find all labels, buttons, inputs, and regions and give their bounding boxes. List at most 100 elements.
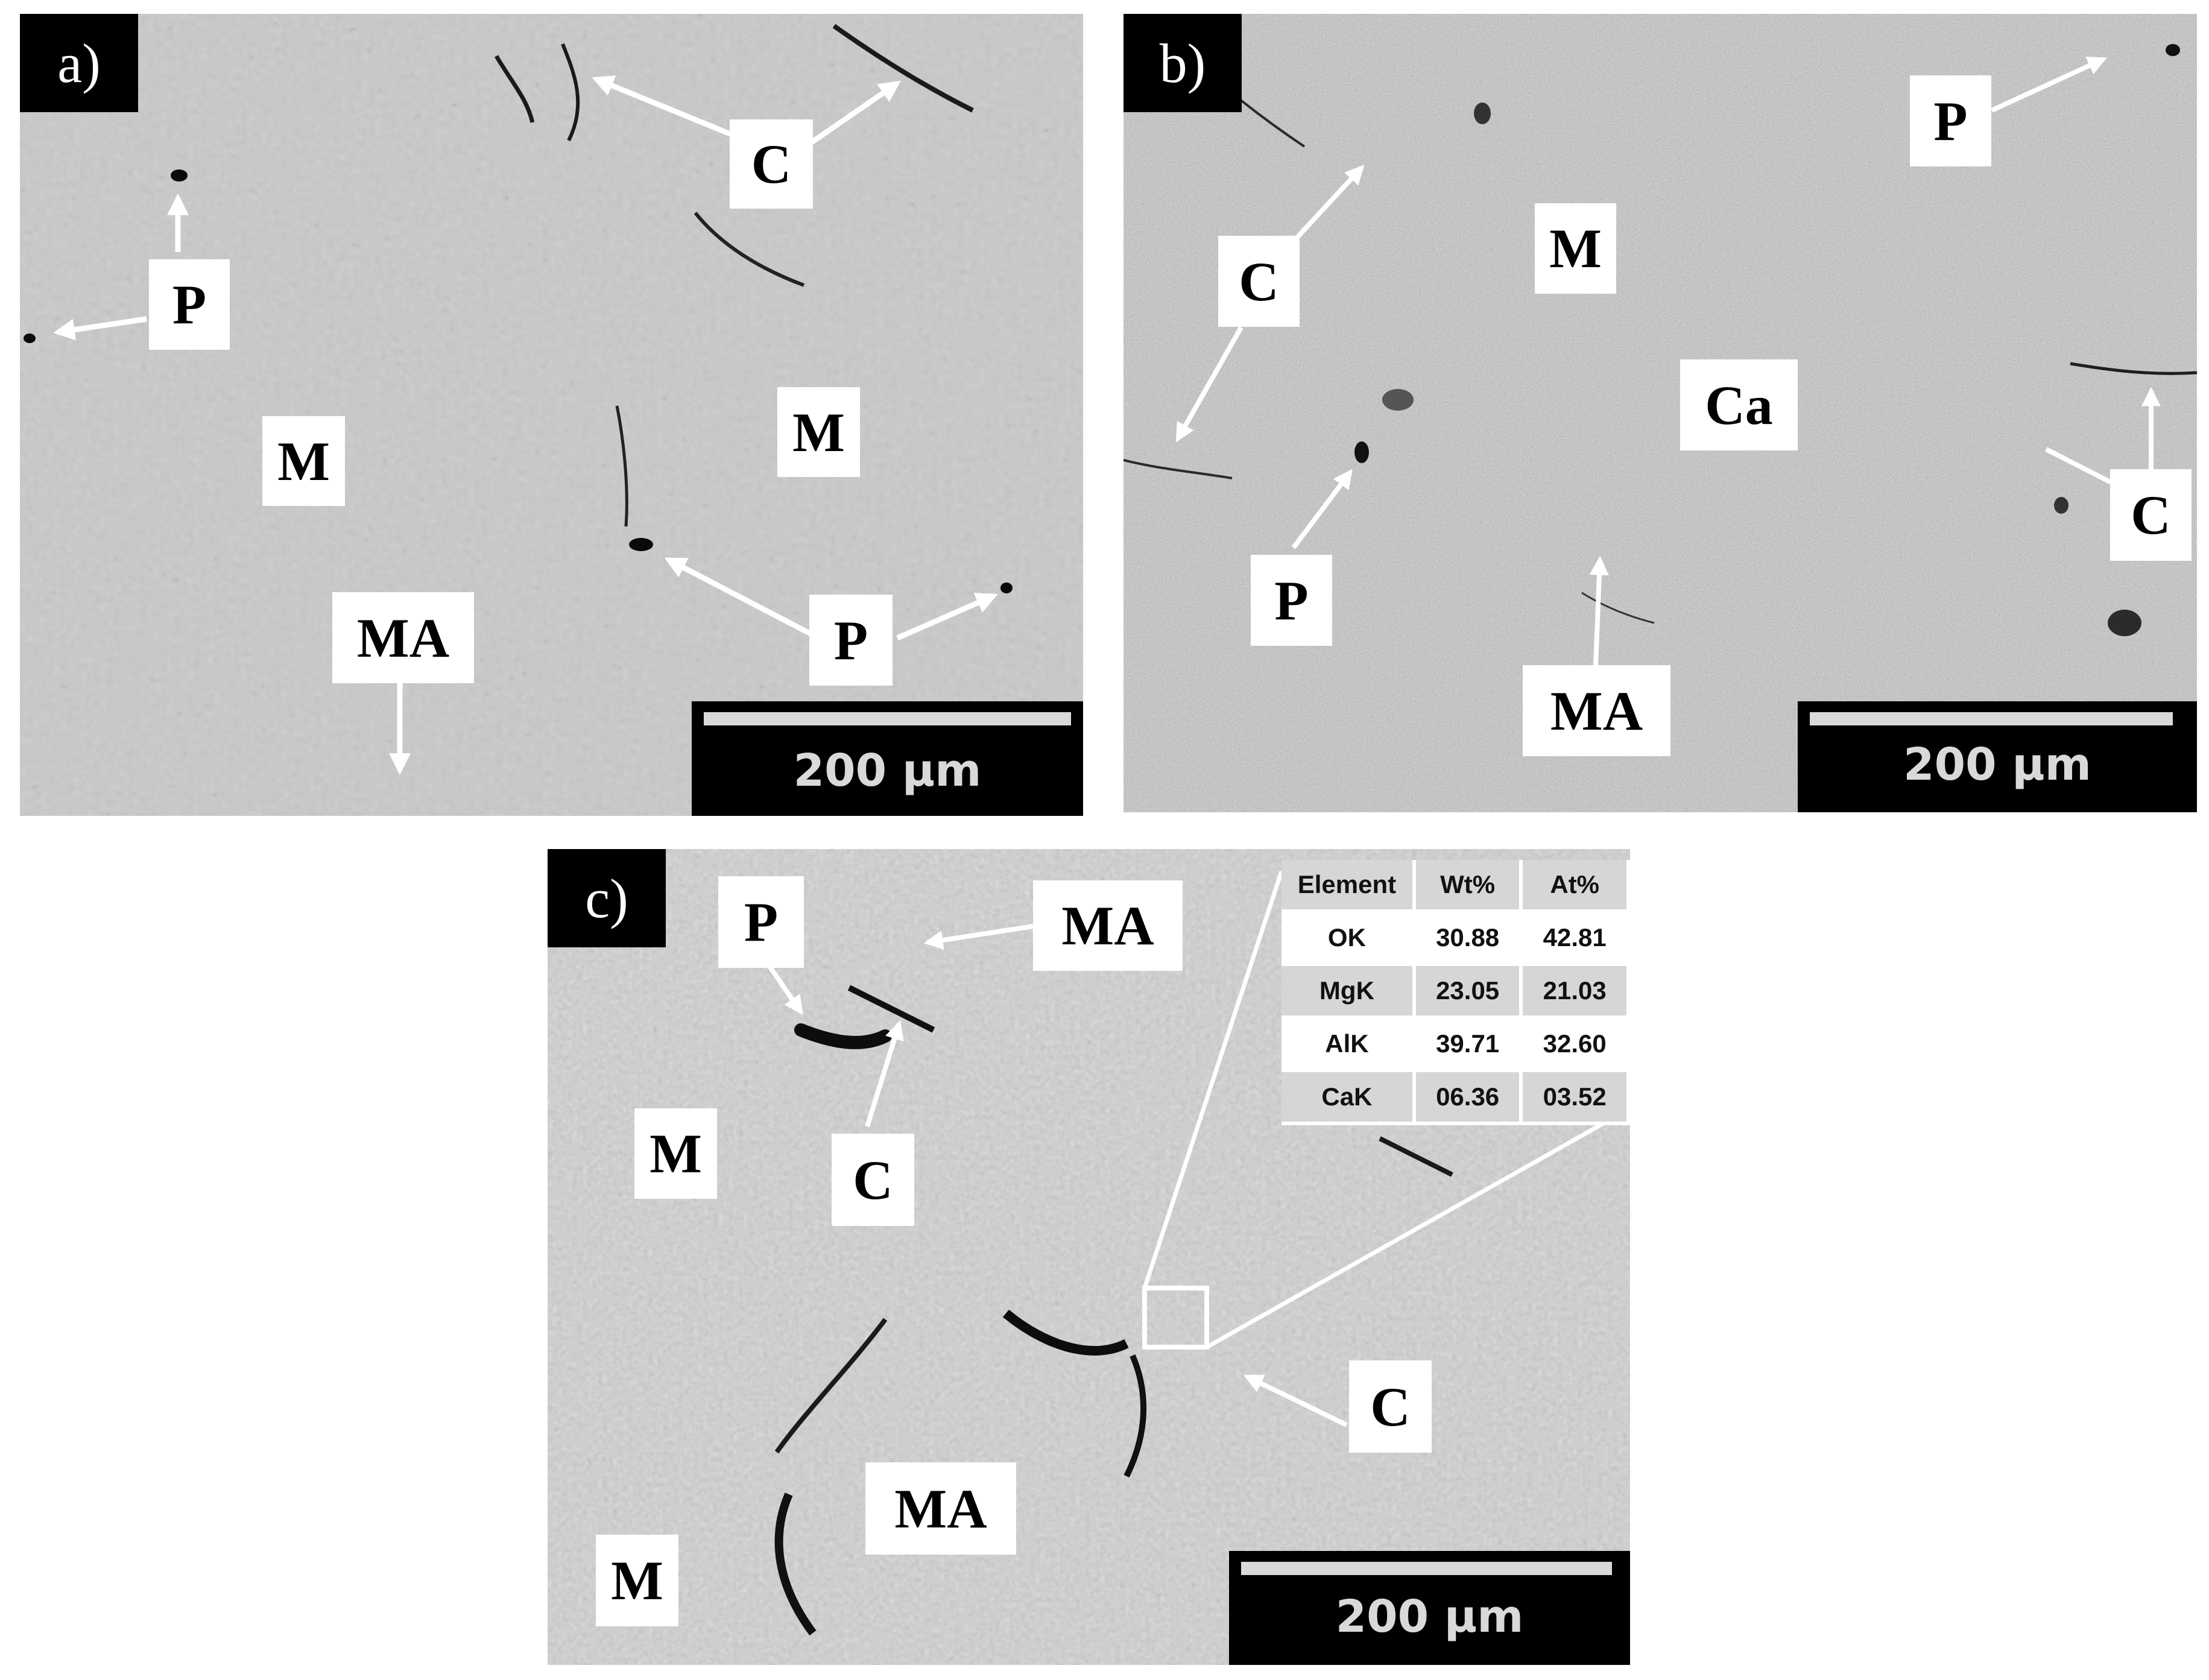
crack	[694, 212, 805, 287]
arrow	[1175, 326, 1244, 443]
crack	[774, 1492, 817, 1636]
arrow	[765, 962, 803, 1015]
crack	[774, 1318, 888, 1454]
pore	[171, 169, 188, 182]
eds-header: At%	[1521, 860, 1630, 913]
scale-bar-line	[704, 712, 1071, 725]
crack	[1123, 1354, 1147, 1478]
scale-bar-label: 200 μm	[793, 745, 982, 797]
arrow	[808, 80, 901, 146]
arrow	[664, 557, 815, 637]
pore	[1000, 583, 1013, 593]
label-p: P	[149, 259, 230, 350]
arrow	[1244, 1374, 1348, 1427]
pore	[2166, 44, 2180, 56]
label-c: C	[730, 119, 813, 209]
crack	[1581, 592, 1655, 624]
pore	[2054, 497, 2068, 514]
eds-cell: 32.60	[1521, 1017, 1630, 1072]
pore	[629, 538, 653, 551]
eds-cell: 42.81	[1521, 911, 1630, 966]
panel-letter: c)	[548, 849, 666, 947]
crack	[1379, 1136, 1453, 1177]
panel-letter: a)	[20, 14, 138, 112]
crack	[1002, 1309, 1129, 1356]
arrow	[896, 593, 998, 641]
eds-cell: 39.71	[1414, 1017, 1523, 1072]
crack	[2070, 362, 2197, 375]
eds-cell: 30.88	[1414, 911, 1523, 966]
scale-bar: 200 μm	[1798, 701, 2197, 812]
zoom-line	[1206, 1106, 1630, 1350]
scale-bar-label: 200 μm	[1903, 739, 2091, 791]
label-ca: Ca	[1680, 359, 1798, 450]
label-m: M	[1535, 203, 1616, 294]
eds-row: MgK 23.05 21.03	[1281, 964, 1630, 1019]
label-p: P	[809, 595, 893, 686]
scale-bar: 200 μm	[1229, 1551, 1630, 1665]
crack	[494, 55, 535, 123]
eds-cell: 21.03	[1521, 964, 1630, 1019]
pore	[1382, 389, 1414, 411]
label-c: C	[1218, 236, 1300, 327]
arrow	[1285, 165, 1365, 251]
eds-row: CaK 06.36 03.52	[1281, 1070, 1630, 1125]
crack	[1123, 459, 1233, 479]
pore	[24, 333, 36, 343]
eds-cell: OK	[1281, 911, 1416, 966]
sem-panel-b: b) P C M Ca C P MA 200 μm	[1123, 14, 2197, 812]
label-p: P	[1910, 75, 1991, 166]
eds-cell: 06.36	[1414, 1070, 1523, 1125]
annotation-layer-c	[765, 870, 1630, 1636]
arrow	[923, 924, 1034, 950]
crack	[794, 1023, 892, 1049]
crack	[832, 24, 974, 113]
sem-panel-c: c) P MA M C C MA M Element Wt% At% OK 30…	[548, 849, 1630, 1665]
eds-table: Element Wt% At% OK 30.88 42.81 MgK 23.05…	[1281, 860, 1630, 1125]
eds-cell: AlK	[1281, 1017, 1416, 1072]
arrow	[1589, 555, 1609, 666]
scale-bar: 200 μm	[692, 701, 1083, 816]
arrow	[1291, 469, 1353, 549]
label-ma: MA	[865, 1462, 1016, 1555]
crack	[561, 43, 580, 142]
sem-micrograph-a	[20, 14, 1083, 816]
label-p: P	[718, 876, 804, 968]
scale-bar-line	[1241, 1562, 1612, 1575]
sem-panel-a: a) C P M M MA P 200 μm	[20, 14, 1083, 816]
label-c: C	[832, 1134, 914, 1226]
zoom-line	[1142, 870, 1284, 1289]
eds-row: OK 30.88 42.81	[1281, 911, 1630, 966]
label-ma: MA	[332, 592, 474, 683]
crack	[615, 405, 628, 527]
arrow	[52, 316, 147, 341]
pore	[1474, 103, 1491, 124]
eds-cell: CaK	[1281, 1070, 1416, 1125]
label-m: M	[596, 1535, 678, 1626]
eds-row: AlK 39.71 32.60	[1281, 1017, 1630, 1072]
label-m: M	[777, 387, 860, 477]
eds-region-box	[1142, 1286, 1209, 1350]
label-ma: MA	[1033, 880, 1183, 971]
eds-header: Element	[1281, 860, 1416, 913]
annotation-layer-a	[24, 24, 1013, 775]
arrow	[1991, 57, 2107, 113]
eds-header-row: Element Wt% At%	[1281, 860, 1630, 913]
label-m: M	[262, 416, 345, 506]
eds-cell: 23.05	[1414, 964, 1523, 1019]
crack	[847, 985, 935, 1033]
label-m: M	[634, 1108, 717, 1199]
label-p: P	[1251, 555, 1332, 646]
eds-header: Wt%	[1414, 860, 1523, 913]
scale-bar-label: 200 μm	[1335, 1591, 1524, 1643]
pore	[1354, 441, 1369, 463]
pore	[2108, 610, 2141, 636]
arrow	[592, 75, 733, 137]
eds-cell: 03.52	[1521, 1070, 1630, 1125]
scale-bar-line	[1810, 712, 2173, 725]
panel-letter: b)	[1123, 14, 1242, 112]
label-c: C	[2110, 469, 2192, 561]
eds-cell: MgK	[1281, 964, 1416, 1019]
label-ma: MA	[1523, 665, 1670, 756]
label-c: C	[1349, 1360, 1432, 1453]
